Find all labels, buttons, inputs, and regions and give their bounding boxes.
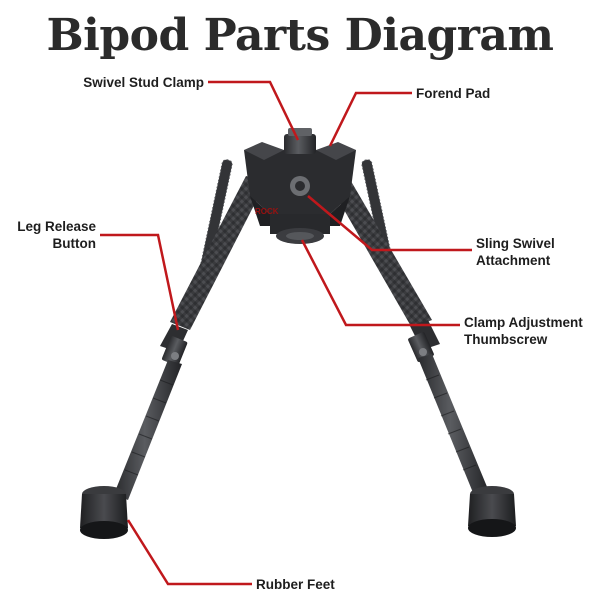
label-clamp-adjustment-thumbscrew: Clamp Adjustment Thumbscrew (464, 315, 583, 347)
leader-line-swivel-stud-clamp (208, 80, 300, 141)
left-leg (114, 176, 266, 500)
leader-lines (100, 80, 472, 586)
left-leg-release-button (171, 352, 179, 360)
label-swivel-stud-clamp: Swivel Stud Clamp (83, 75, 204, 90)
leader-line-rubber-feet (126, 519, 252, 586)
label-sling-swivel-attachment: Sling Swivel Attachment (476, 236, 555, 268)
left-spring (198, 159, 233, 277)
leader-line-forend-pad (328, 91, 412, 147)
label-forend-pad: Forend Pad (416, 86, 491, 101)
leader-line-sling-swivel-attachment (307, 195, 472, 252)
right-forend-pad (316, 142, 356, 160)
left-rubber-foot (80, 486, 128, 539)
swivel-stud-clamp-part (284, 134, 316, 154)
page-title: Bipod Parts Diagram (46, 10, 554, 61)
bipod-head: ROCK (244, 128, 356, 244)
brand-mark: ROCK (255, 207, 279, 216)
label-rubber-feet: Rubber Feet (256, 577, 335, 592)
leader-line-clamp-adjustment-thumbscrew (300, 239, 460, 327)
left-forend-pad (244, 142, 284, 160)
right-rubber-foot (468, 486, 516, 537)
label-leg-release-button: Leg Release Button (17, 219, 96, 251)
leader-line-leg-release-button (100, 233, 180, 331)
right-leg (328, 176, 490, 500)
